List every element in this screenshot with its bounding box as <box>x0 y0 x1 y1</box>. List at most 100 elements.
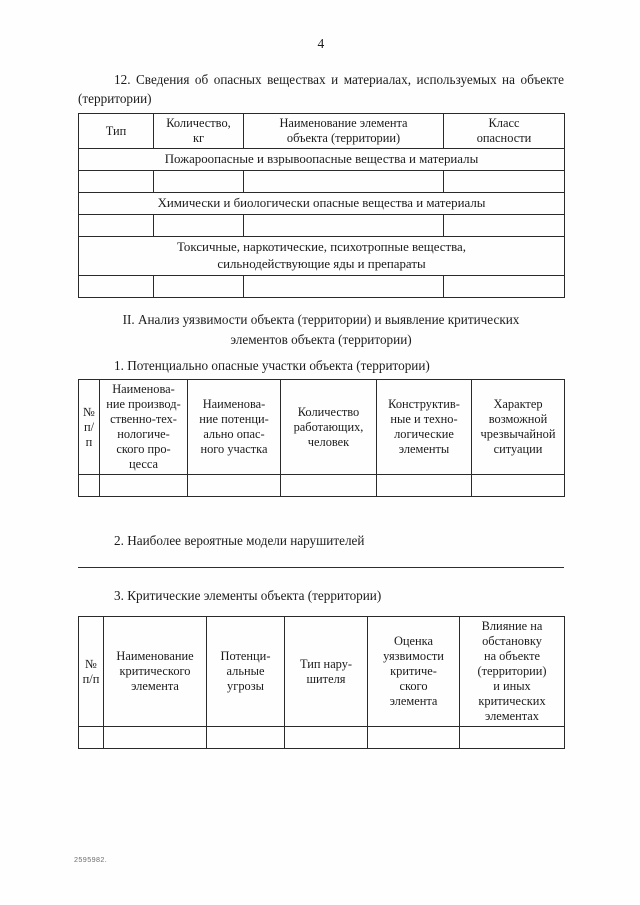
header-line-4: ского <box>399 679 428 693</box>
header-line-4: (территории) <box>477 664 547 678</box>
section-title-line-1: Химически и биологически опасные веществ… <box>157 196 486 210</box>
header-cell-number: № п/п <box>78 379 100 475</box>
table-header-row: № п/п Наименова- ние производ- ственно-т… <box>78 379 565 475</box>
header-line-2: опасности <box>476 131 532 145</box>
cell-number[interactable] <box>78 474 100 497</box>
header-line-4: ного участка <box>200 442 268 456</box>
cell-number[interactable] <box>78 726 104 749</box>
cell-hazard-class[interactable] <box>443 170 565 193</box>
table-header-row: Тип Количество, кг Наименование элемента… <box>78 113 565 149</box>
part-2-heading: II. Анализ уязвимости объекта (территори… <box>78 310 564 349</box>
header-line-2: возможной <box>488 412 548 426</box>
cell-type[interactable] <box>78 275 154 298</box>
header-line-1: Тип <box>105 123 127 138</box>
table-hazard-areas-wrapper: № п/п Наименова- ние производ- ственно-т… <box>78 379 565 497</box>
header-line-2: п/п <box>82 671 100 686</box>
cell-emergency-nature[interactable] <box>471 474 565 497</box>
header-line-2: критического <box>119 664 191 678</box>
header-line-2: ние потенци- <box>199 412 269 426</box>
header-cell-intruder-type: Тип нару- шителя <box>284 616 368 727</box>
cell-quantity[interactable] <box>153 214 244 237</box>
subheading-item-2-text: 2. Наиболее вероятные модели нарушителей <box>114 533 365 548</box>
header-line-3: элемента <box>131 679 179 693</box>
header-line-4: нологиче- <box>117 427 170 441</box>
cell-vulnerability-assessment[interactable] <box>367 726 460 749</box>
header-cell-type: Тип <box>78 113 154 149</box>
header-line-4: ситуации <box>493 442 543 456</box>
cell-hazard-class[interactable] <box>443 275 565 298</box>
header-line-1: Количество, <box>166 116 231 130</box>
cell-element-name[interactable] <box>243 214 444 237</box>
header-line-1: Наименование элемента <box>279 116 408 130</box>
cell-hazard-class[interactable] <box>443 214 565 237</box>
header-line-1: Наименова- <box>202 397 266 411</box>
cell-structural-elements[interactable] <box>376 474 472 497</box>
table-critical-elements-wrapper: № п/п Наименование критического элемента… <box>78 616 565 749</box>
header-line-1: Класс <box>488 116 520 130</box>
cell-element-name[interactable] <box>243 170 444 193</box>
header-line-1: Характер <box>493 397 543 411</box>
header-line-3: угрозы <box>227 679 264 693</box>
header-line-1: № <box>85 656 97 671</box>
section-title-line-1: Токсичные, наркотические, психотропные в… <box>177 240 466 254</box>
header-line-5: и иных <box>493 679 531 693</box>
cell-intruder-type[interactable] <box>284 726 368 749</box>
header-cell-process-name: Наименова- ние производ- ственно-тех- но… <box>99 379 188 475</box>
cell-process-name[interactable] <box>99 474 188 497</box>
heading-line-2: элементов объекта (территории) <box>230 331 412 347</box>
header-line-3: чрезвычайной <box>480 427 556 441</box>
header-line-1: Оценка <box>393 634 434 648</box>
header-line-4: элементы <box>398 442 450 456</box>
header-line-1: Наименование <box>116 649 194 663</box>
section-title-toxic-narcotic: Токсичные, наркотические, психотропные в… <box>78 236 565 276</box>
page-number: 4 <box>317 36 325 51</box>
section-title-fire-explosive: Пожароопасные и взрывоопасные вещества и… <box>78 148 565 171</box>
header-line-1: Влияние на <box>481 619 543 633</box>
header-line-7: элементах <box>484 709 539 723</box>
header-line-1: № <box>83 404 95 419</box>
subheading-item-1: 1. Потенциально опасные участки объекта … <box>78 356 564 375</box>
header-line-2: п/п <box>83 419 95 449</box>
table-row <box>78 726 565 749</box>
cell-potential-threats[interactable] <box>206 726 285 749</box>
paragraph-item-12-text: 12. Сведения об опасных веществах и мате… <box>78 72 564 106</box>
cell-quantity[interactable] <box>153 170 244 193</box>
section-title-line-2: сильнодействующие яды и препараты <box>217 257 426 271</box>
subheading-item-1-text: 1. Потенциально опасные участки объекта … <box>114 358 430 373</box>
header-line-1: Потенци- <box>220 649 271 663</box>
header-line-5: ского про- <box>116 442 171 456</box>
cell-type[interactable] <box>78 170 154 193</box>
header-line-2: объекта (территории) <box>286 131 401 145</box>
header-line-2: шителя <box>306 671 346 686</box>
header-cell-quantity: Количество, кг <box>153 113 244 149</box>
table-row <box>78 170 565 193</box>
cell-quantity[interactable] <box>153 275 244 298</box>
header-line-2: ные и техно- <box>390 412 458 426</box>
header-cell-vulnerability-assessment: Оценка уязвимости критиче- ского элемент… <box>367 616 460 727</box>
cell-area-name[interactable] <box>187 474 281 497</box>
table-section-row: Пожароопасные и взрывоопасные вещества и… <box>78 148 565 171</box>
cell-workers-count[interactable] <box>280 474 377 497</box>
header-line-3: человек <box>307 434 350 449</box>
header-line-3: логические <box>394 427 454 441</box>
header-line-3: ально опас- <box>203 427 265 441</box>
table-row <box>78 474 565 497</box>
section-title-line-1: Пожароопасные и взрывоопасные вещества и… <box>164 152 479 166</box>
header-cell-workers-count: Количество работающих, человек <box>280 379 377 475</box>
header-line-3: критиче- <box>390 664 437 678</box>
table-critical-elements: № п/п Наименование критического элемента… <box>78 616 565 749</box>
cell-impact-on-situation[interactable] <box>459 726 565 749</box>
subheading-item-3: 3. Критические элементы объекта (террито… <box>78 586 564 605</box>
footer-document-code: 2595982. <box>74 855 108 864</box>
horizontal-rule <box>78 567 564 568</box>
cell-critical-element-name[interactable] <box>103 726 207 749</box>
table-row <box>78 214 565 237</box>
header-line-6: цесса <box>128 457 159 471</box>
header-line-2: обстановку <box>482 634 542 648</box>
cell-type[interactable] <box>78 214 154 237</box>
table-substances-wrapper: Тип Количество, кг Наименование элемента… <box>78 113 565 298</box>
header-line-6: критических <box>478 694 546 708</box>
header-cell-critical-element-name: Наименование критического элемента <box>103 616 207 727</box>
cell-element-name[interactable] <box>243 275 444 298</box>
header-cell-emergency-nature: Характер возможной чрезвычайной ситуации <box>471 379 565 475</box>
